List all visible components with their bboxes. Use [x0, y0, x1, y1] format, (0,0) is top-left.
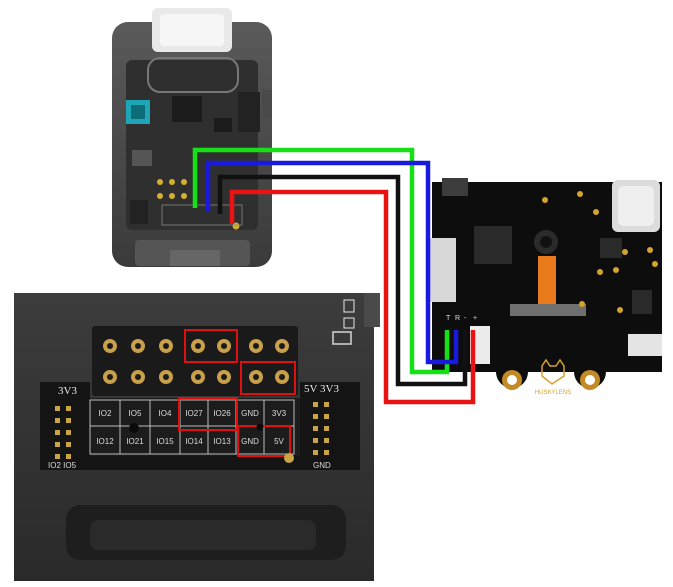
header-closeup: IO2 IO5 IO4 IO27 IO26 GND 3V3 IO12 IO21 …: [14, 293, 380, 581]
uart-pin-r: R: [455, 315, 460, 322]
highlight-right-pins: [240, 361, 296, 395]
uart-pin-minus: -: [464, 315, 467, 322]
right-rail-pads: [313, 402, 329, 455]
wires: [192, 147, 476, 405]
controller-device: [112, 8, 272, 267]
wire-black: [217, 174, 468, 387]
pin-gnd-bottom: GND: [241, 437, 259, 446]
pin-3v3: 3V3: [272, 409, 287, 418]
highlight-io27-io26: [178, 397, 238, 431]
pin-io13: IO13: [213, 437, 231, 446]
huskylens-usb-port: [628, 334, 662, 356]
huskylens-gold-dots: [542, 191, 658, 313]
left-rail-pads: [55, 406, 71, 459]
left-rail-label: 3V3: [58, 385, 77, 397]
huskylens-ribbon-cable: [538, 256, 556, 308]
uart-pin-t: T: [446, 315, 451, 322]
huskylens-button: [442, 178, 468, 196]
pin-io4: IO4: [159, 409, 172, 418]
highlight-gnd-5v: [237, 425, 291, 457]
huskylens-brand: HUSKYLENS: [535, 390, 571, 396]
pin-io27: IO27: [185, 409, 203, 418]
wire-blue: [205, 160, 459, 365]
pin-io21: IO21: [126, 437, 144, 446]
right-rail-bottom: GND: [313, 461, 331, 470]
mount-hole: [129, 423, 139, 433]
pin-io15: IO15: [156, 437, 174, 446]
huskylens-processor: [474, 226, 512, 264]
device-pcb: [126, 60, 258, 230]
pin-5v: 5V: [274, 437, 284, 446]
header-pins: [103, 339, 289, 384]
wire-red: [229, 189, 476, 405]
pin-io5: IO5: [129, 409, 142, 418]
right-rail-label: 5V 3V3: [304, 383, 339, 395]
pin-io2: IO2: [99, 409, 112, 418]
huskylens-fpc-connector: [426, 238, 456, 302]
gold-pad: [284, 453, 294, 463]
highlight-top-pins: [184, 329, 238, 363]
huskylens-logo: HUSKYLENS: [535, 358, 571, 396]
device-header-pins: [157, 179, 240, 230]
pin-io14: IO14: [185, 437, 203, 446]
pin-io12: IO12: [96, 437, 114, 446]
wire-green: [192, 147, 450, 375]
huskylens-board: HUSKYLENS T R - +: [426, 178, 662, 396]
uart-pin-plus: +: [473, 315, 477, 322]
pin-io26: IO26: [213, 409, 231, 418]
left-rail-bottom: IO2 IO5: [48, 461, 77, 470]
pin-gnd-top: GND: [241, 409, 259, 418]
